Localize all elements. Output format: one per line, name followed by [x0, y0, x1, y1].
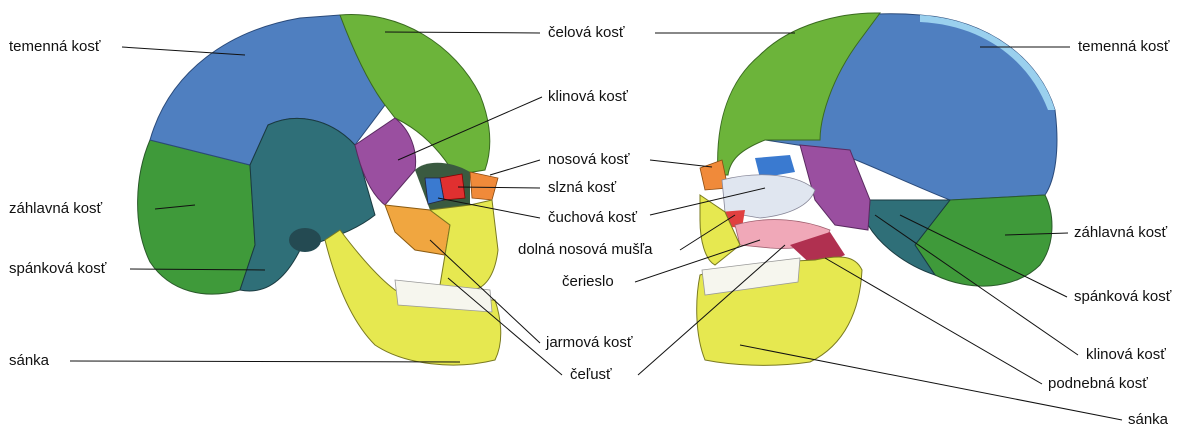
left-ethmoid-bone	[424, 177, 445, 205]
leader-nosova	[489, 159, 541, 176]
label-right-klinova-kost: klinová kosť	[1086, 346, 1166, 363]
label-right-sanka: sánka	[1128, 411, 1169, 428]
label-celust: čeľusť	[570, 366, 612, 383]
leader-dolna	[679, 214, 736, 251]
leader-nosova-right	[649, 159, 713, 168]
leader-right-spankova	[899, 214, 1068, 298]
label-cerieslo: čerieslo	[562, 273, 614, 290]
label-right-podnebna-kost: podnebná kosť	[1048, 375, 1148, 392]
leader-right-sanka	[739, 344, 1123, 421]
leader-left-temenna	[121, 46, 246, 56]
leader-celova	[384, 31, 541, 34]
leader-jarmova	[429, 239, 541, 344]
right-occipital-bone	[914, 194, 1053, 287]
left-sphenoid-bone	[354, 117, 417, 206]
right-frontal-bone	[717, 12, 881, 176]
leader-left-zahlavna	[154, 204, 196, 210]
label-left-temenna-kost: temenná kosť	[9, 38, 101, 55]
leader-celust	[447, 277, 563, 376]
label-celova-kost: čelová kosť	[548, 24, 625, 41]
right-skull	[696, 12, 1058, 366]
label-dolna-nosova-musla: dolná nosová mušľa	[518, 241, 653, 258]
leader-cuchova	[437, 197, 541, 219]
leader-cerieslo	[634, 239, 761, 283]
left-ear-canal	[289, 228, 321, 252]
leader-right-zahlavna	[1004, 232, 1069, 236]
leader-left-spankova	[129, 268, 266, 271]
right-ethmoid-concha	[721, 174, 816, 219]
label-left-sanka: sánka	[9, 352, 50, 369]
label-right-zahlavna-kost: záhlavná kosť	[1074, 224, 1168, 241]
leader-cuchova-right	[649, 187, 766, 216]
leader-right-klinova	[874, 214, 1079, 356]
left-maxilla	[428, 199, 499, 291]
label-cuchova-kost: čuchová kosť	[548, 209, 638, 226]
left-skull	[137, 14, 502, 366]
right-frontal-sinus	[755, 155, 795, 178]
right-maxilla	[699, 194, 741, 266]
label-right-spankova-kost: spánková kosť	[1074, 288, 1172, 305]
leader-right-podnebna	[824, 257, 1043, 385]
label-slzna-kost: slzná kosť	[548, 179, 617, 196]
left-frontal-bone	[339, 14, 491, 176]
label-nosova-kost: nosová kosť	[548, 151, 630, 168]
leader-celust-right	[637, 244, 786, 376]
leader-klinova	[397, 96, 543, 161]
right-teeth	[701, 257, 801, 296]
leader-lines	[69, 31, 1123, 421]
label-left-zahlavna-kost: záhlavná kosť	[9, 200, 103, 217]
label-klinova-kost: klinová kosť	[548, 88, 628, 105]
left-nasal-bone	[469, 171, 499, 201]
right-sphenoid-bone	[799, 144, 871, 231]
leader-slzna	[457, 186, 541, 189]
label-left-spankova-kost: spánková kosť	[9, 260, 107, 277]
left-occipital-bone	[137, 139, 256, 295]
label-jarmova-kost: jarmová kosť	[546, 334, 633, 351]
right-temporal-bone	[867, 199, 952, 276]
leader-left-sanka	[69, 360, 461, 363]
label-right-temenna-kost: temenná kosť	[1078, 38, 1170, 55]
right-parietal-edge	[920, 15, 1055, 110]
